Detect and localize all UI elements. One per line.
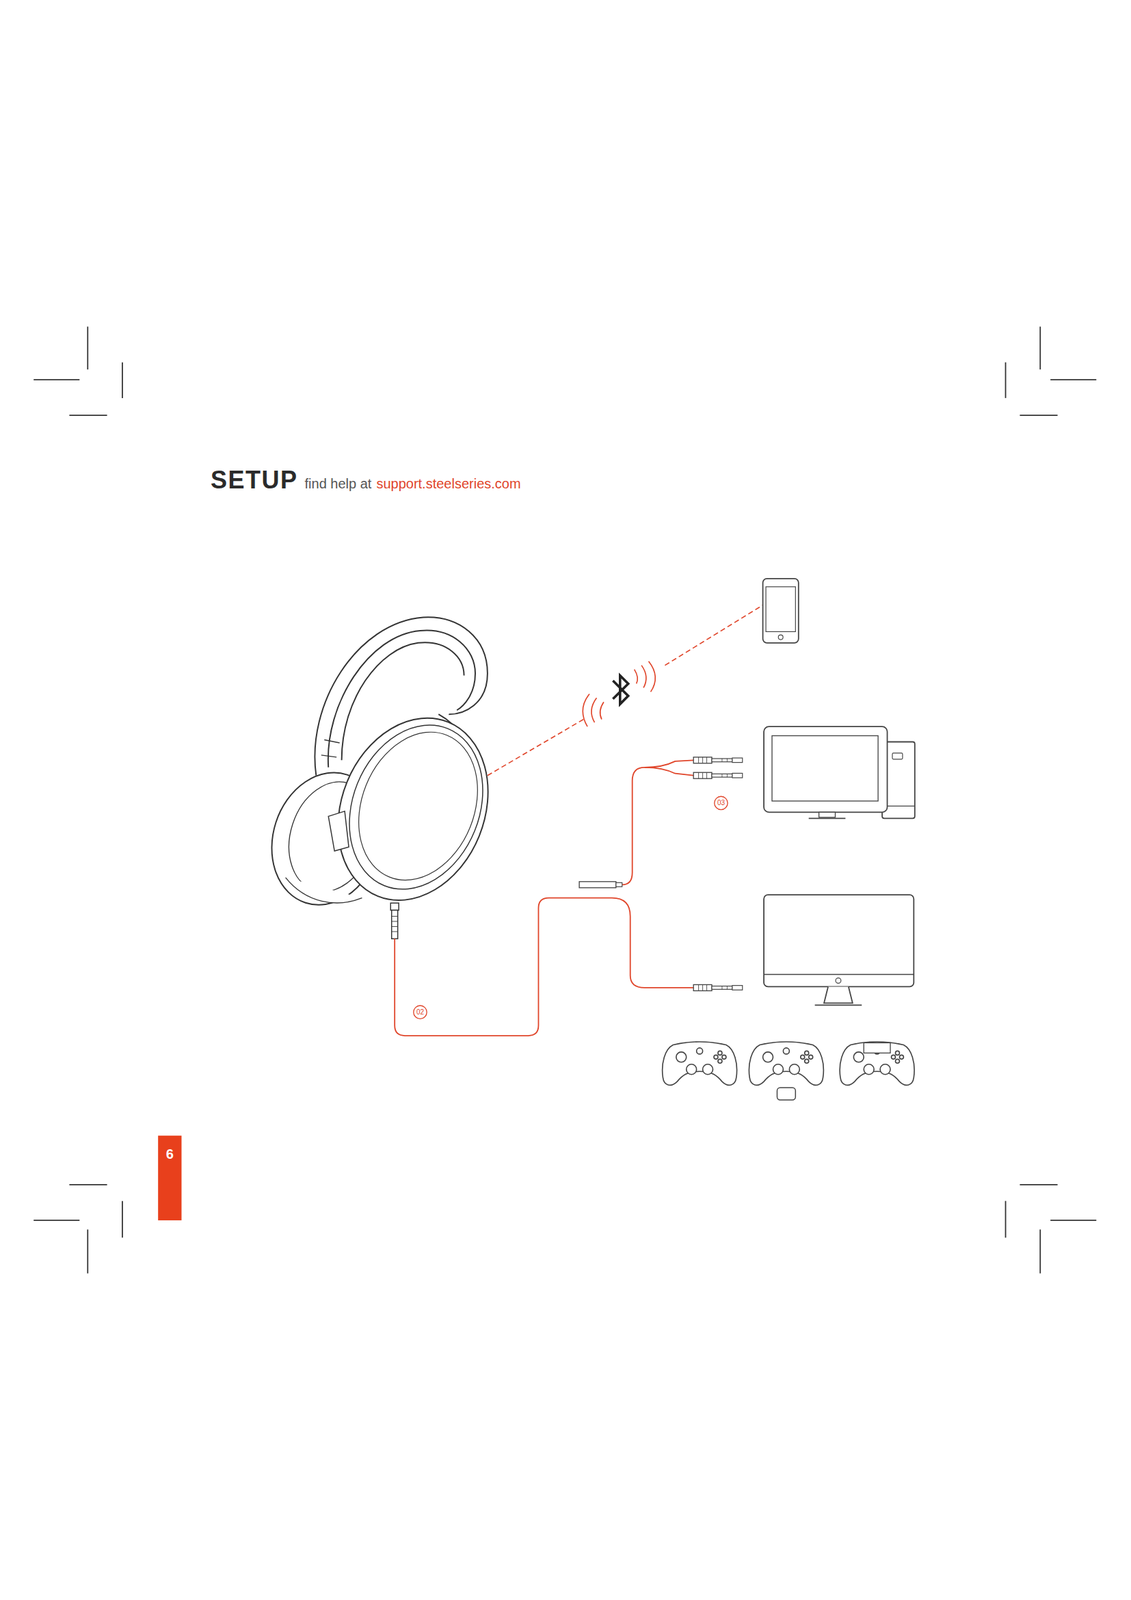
all-in-one-computer [763,894,914,1005]
pc-monitor-tower [763,726,915,818]
game-controllers [662,1041,915,1100]
callout-number: 03 [717,799,725,807]
page-title: SETUP [210,467,299,493]
phone [763,578,799,643]
crop-marks [33,326,1097,1273]
callout-number: 02 [416,1008,424,1016]
page-number-bar [157,1135,182,1220]
header-row: SETUP find help at support.steelseries.com [210,467,522,493]
headset [255,616,515,939]
support-url: support.steelseries.com [376,476,521,491]
page-number: 6 [166,1146,174,1161]
bluetooth-link [487,605,764,776]
help-text: find help at [304,476,372,491]
jacks [579,756,743,991]
audio-cables [394,759,728,1036]
bluetooth-symbol [612,675,628,705]
